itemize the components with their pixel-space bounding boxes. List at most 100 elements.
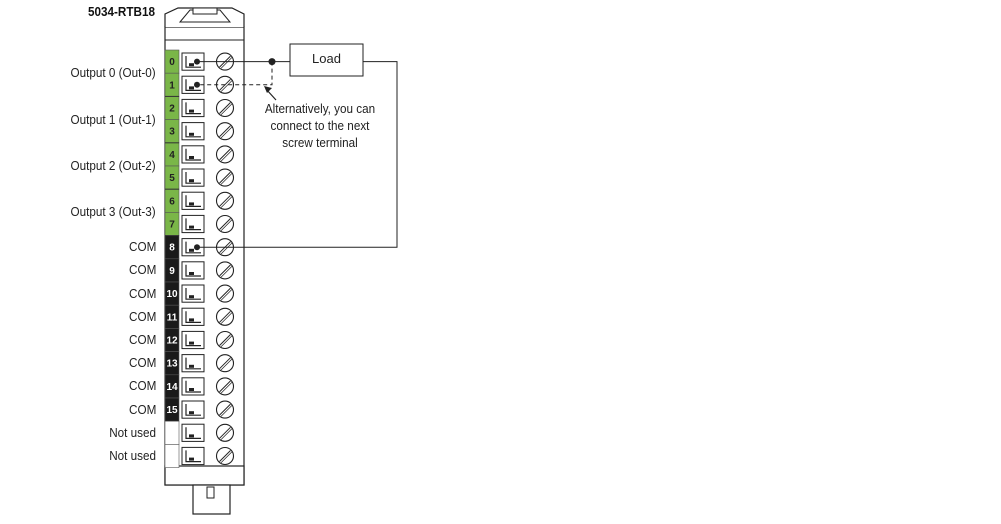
terminal-number: 4 (169, 150, 175, 161)
terminal-label: Output 0 (Out-0) (70, 65, 156, 81)
terminal-label: COM (128, 355, 156, 371)
wire-clamp (181, 145, 205, 164)
arrow-head-icon (264, 86, 272, 93)
clamp-contact (189, 272, 194, 275)
screw-slot (219, 310, 231, 323)
terminal-number: 8 (169, 243, 175, 254)
screw-slot (220, 219, 233, 232)
clamp-contact (189, 156, 194, 159)
screw-slot (219, 264, 231, 277)
terminal-label: COM (128, 262, 156, 278)
wire-clamp (181, 423, 205, 442)
alternative-note: Alternatively, you can connect to the ne… (262, 100, 377, 151)
screw-slot (220, 428, 233, 440)
screw-slot (219, 426, 231, 439)
screw-slot (220, 173, 233, 185)
terminal-number: 14 (166, 382, 178, 393)
clamp-contact (189, 388, 194, 391)
terminal-number: 6 (169, 196, 175, 207)
clamp-contact (189, 179, 194, 183)
clamp-opening (185, 357, 201, 370)
terminal-strip-unused (164, 444, 180, 468)
clamp-opening (185, 334, 201, 347)
terminal-label: Output 3 (Out-3) (70, 204, 156, 220)
terminal-number: 0 (169, 57, 175, 68)
clamp-contact (189, 63, 194, 67)
terminal-label: COM (128, 308, 156, 324)
terminal-number: 1 (169, 80, 175, 91)
clamp-opening (185, 102, 201, 115)
terminal-label: Output 1 (Out-1) (70, 111, 156, 127)
screw-slot (220, 451, 233, 464)
clamp-opening (185, 125, 201, 138)
wire-clamp (181, 330, 205, 350)
screw-slot (219, 148, 231, 161)
screw-slot (219, 287, 231, 300)
wire-clamp (181, 377, 205, 396)
clamp-opening (185, 172, 201, 184)
clamp-opening (185, 79, 201, 91)
screw-slot (219, 450, 231, 462)
screw-slot (220, 126, 233, 139)
note-line: Alternatively, you can (264, 101, 376, 116)
terminal-label: COM (128, 239, 156, 255)
note-line: connect to the next (270, 118, 370, 133)
clamp-contact (189, 364, 194, 368)
terminal-label: Not used (109, 424, 156, 440)
screw-slot (220, 149, 233, 162)
terminal-number: 11 (167, 312, 178, 323)
terminal-number: 15 (166, 405, 178, 416)
screw-slot (219, 194, 231, 207)
clamp-opening (185, 264, 201, 277)
terminal-number: 10 (166, 289, 178, 300)
terminal-number: 7 (169, 220, 175, 231)
screw-slot (220, 57, 233, 69)
screw-slot (219, 403, 231, 416)
clamp-opening (185, 56, 201, 68)
screw-slot (220, 196, 233, 208)
screw-slot (220, 335, 233, 348)
clamp-contact (189, 248, 194, 252)
wire-clamp (181, 307, 205, 326)
screw-slot (219, 218, 231, 230)
screw-slot (220, 405, 233, 417)
wire-junction (194, 81, 200, 88)
clamp-contact (189, 411, 194, 415)
terminal-label: COM (128, 401, 156, 417)
clamp-opening (185, 148, 201, 161)
screw-slot (219, 125, 231, 138)
wire-alternative (197, 61, 273, 86)
screw-slot (220, 103, 233, 116)
wire-com-return (197, 61, 398, 248)
terminal-number: 5 (169, 173, 175, 184)
wire-clamp (181, 284, 205, 303)
wire-clamp (181, 400, 205, 419)
screw-slot (220, 242, 233, 255)
screw-slot (220, 358, 233, 371)
screw-slot (219, 380, 231, 393)
clamp-opening (185, 195, 201, 207)
clamp-contact (189, 86, 194, 90)
wire-clamp (181, 122, 205, 141)
terminal-label: COM (128, 332, 156, 347)
clamp-opening (185, 427, 201, 439)
clamp-opening (185, 450, 201, 463)
screw-slot (219, 334, 231, 346)
clamp-contact (189, 132, 194, 136)
wire-clamp (181, 214, 205, 234)
screw-slot (220, 312, 233, 324)
load-box (289, 43, 364, 77)
terminal-number: 12 (166, 336, 178, 347)
wire-clamp (181, 168, 205, 187)
clamp-contact (189, 341, 194, 345)
clamp-contact (189, 434, 194, 438)
clamp-opening (185, 288, 201, 300)
screw-slot (220, 265, 233, 278)
wire-junction (194, 58, 200, 65)
bottom-frame (164, 465, 245, 486)
screw-slot (220, 80, 233, 92)
latch-tab (192, 7, 218, 15)
clamp-opening (185, 241, 201, 254)
screw-slot (219, 171, 231, 184)
wire-clamp (181, 98, 205, 118)
